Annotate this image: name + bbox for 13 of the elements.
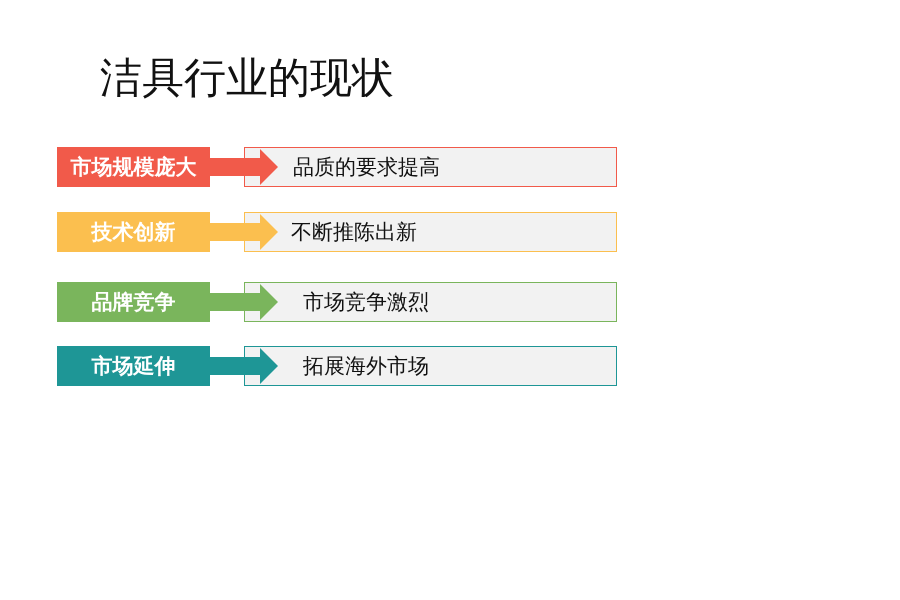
arrow [210, 149, 278, 185]
text-box: 品质的要求提高 [244, 147, 617, 187]
label-box: 市场规模庞大 [57, 147, 210, 187]
arrow [210, 214, 278, 250]
text-box: 不断推陈出新 [244, 212, 617, 252]
text-box: 拓展海外市场 [244, 346, 617, 386]
text-box: 市场竞争激烈 [244, 282, 617, 322]
label-box: 市场延伸 [57, 346, 210, 386]
arrow [210, 348, 278, 384]
arrow [210, 284, 278, 320]
title: 洁具行业的现状 [100, 52, 394, 104]
label-box: 技术创新 [57, 212, 210, 252]
label-box: 品牌竞争 [57, 282, 210, 322]
